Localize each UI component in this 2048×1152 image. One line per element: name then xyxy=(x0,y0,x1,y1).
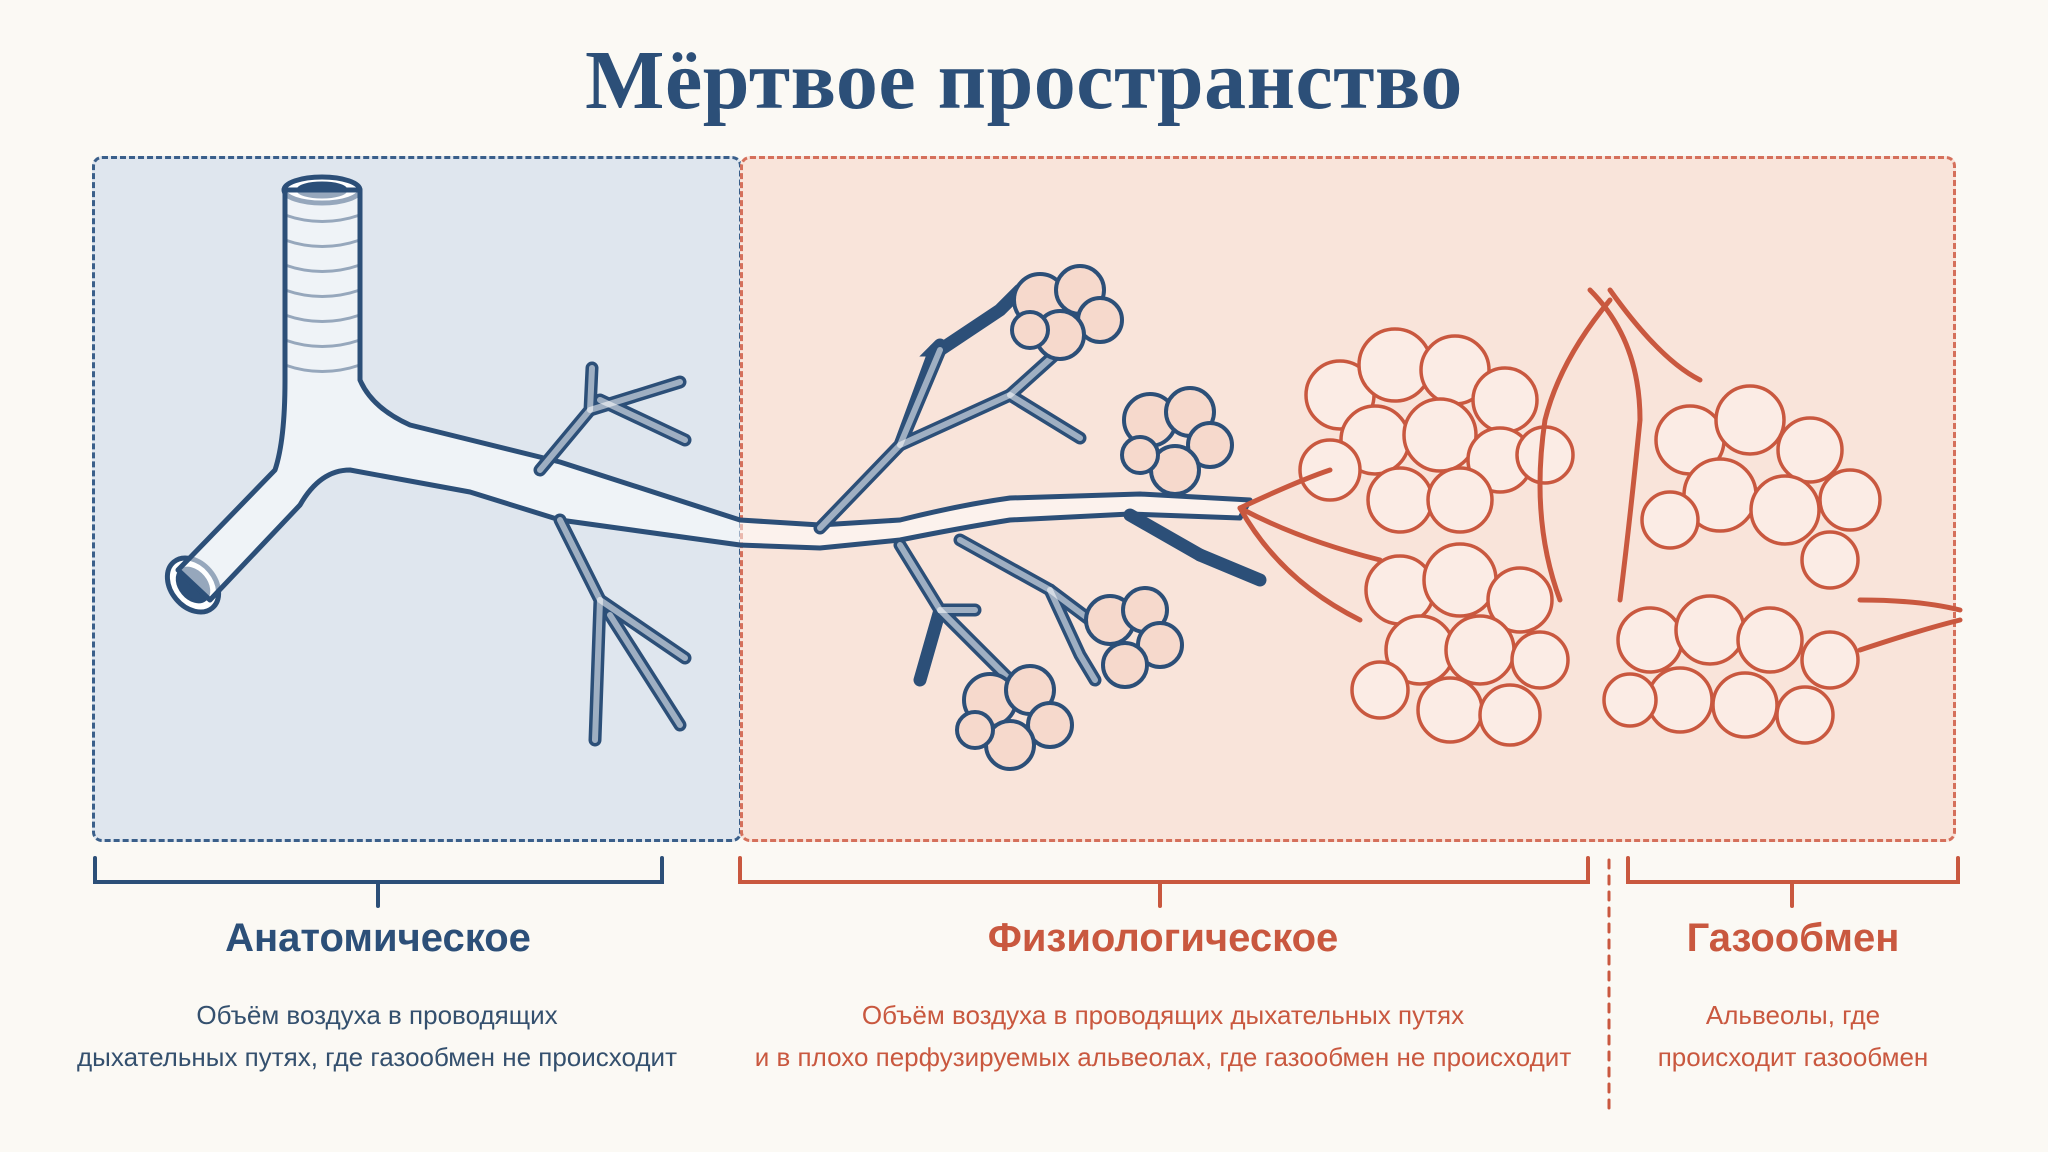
anatomical-description: Объём воздуха в проводящих дыхательных п… xyxy=(52,994,702,1078)
gas-exchange-desc-line1: Альвеолы, где xyxy=(1705,1000,1881,1030)
physiological-description: Объём воздуха в проводящих дыхательных п… xyxy=(720,994,1606,1078)
anatomical-desc-line1: Объём воздуха в проводящих xyxy=(196,1000,558,1030)
physiological-desc-line2: и в плохо перфузируемых альвеолах, где г… xyxy=(754,1042,1572,1072)
anatomical-desc-line2: дыхательных путях, где газообмен не прои… xyxy=(77,1042,677,1072)
physiological-desc-line1: Объём воздуха в проводящих дыхательных п… xyxy=(861,1000,1465,1030)
physiological-label: Физиологическое xyxy=(987,916,1339,960)
page-title: Мёртвое пространство xyxy=(585,34,1463,127)
anatomical-label: Анатомическое xyxy=(225,916,531,960)
gas-exchange-desc-line2: происходит газообмен xyxy=(1657,1042,1929,1072)
gas-exchange-description: Альвеолы, где происходит газообмен xyxy=(1618,994,1968,1078)
gas-exchange-label: Газообмен xyxy=(1686,916,1900,960)
